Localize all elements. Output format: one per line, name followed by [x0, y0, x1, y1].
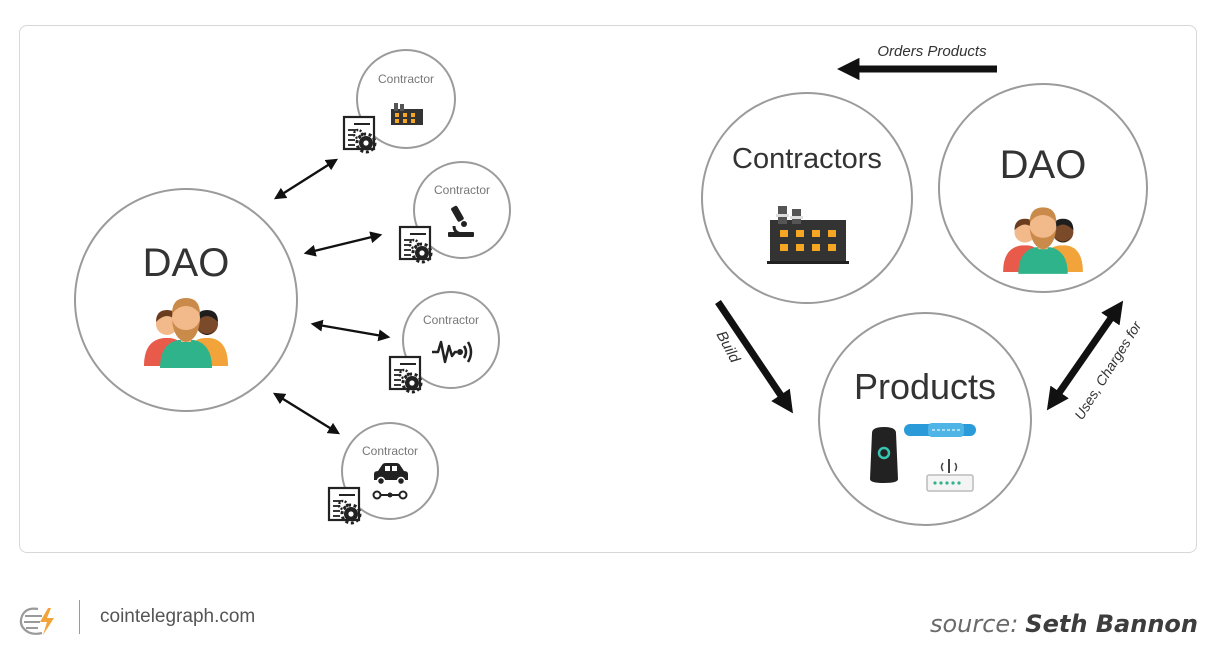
build-arrow [715, 300, 794, 414]
contractors-label: Contractors [732, 143, 882, 175]
logo-separator [79, 600, 80, 634]
uses-charges-label: Uses, Charges for [1071, 317, 1145, 422]
footer: cointelegraph.com source:Seth Bannon [0, 590, 1220, 662]
contractor-label: Contractor [434, 183, 490, 197]
source-credit: source:Seth Bannon [930, 610, 1198, 638]
contractor-node-4: Contractor [327, 422, 439, 525]
source-name: Seth Bannon [1025, 610, 1198, 638]
contractor-node-3: Contractor [388, 291, 500, 394]
contractor-node-1: Contractor [342, 49, 456, 154]
uses-charges-arrow [1046, 300, 1124, 411]
right-dao-node: DAO [938, 83, 1148, 293]
factory-icon [391, 103, 423, 125]
smart-speaker-icon [870, 427, 898, 483]
microscope-icon [448, 205, 474, 237]
dao-contractor-arrow [310, 319, 391, 342]
dao-diagram: DAO Contractor Contractor [74, 43, 1148, 526]
source-prefix: source: [929, 610, 1019, 638]
contractor-label: Contractor [423, 313, 479, 327]
connection-icon [372, 490, 408, 500]
dao-contractor-arrow [272, 392, 341, 435]
cointelegraph-logo-icon [19, 607, 54, 635]
router-icon [926, 459, 974, 492]
orders-products-label: Orders Products [877, 43, 987, 60]
contract-gears-icon [398, 225, 433, 264]
fitness-band-icon [904, 423, 976, 437]
signal-wave-icon [432, 340, 473, 364]
left-dao-node: DAO [74, 188, 298, 412]
contractors-node: Contractors [701, 92, 913, 304]
car-icon [374, 463, 408, 486]
contract-gears-icon [342, 115, 377, 154]
factory-icon [767, 206, 849, 264]
dao-contractor-arrow [273, 158, 339, 200]
contractor-label: Contractor [378, 72, 434, 86]
contract-gears-icon [327, 486, 362, 525]
right-dao-label: DAO [1000, 143, 1087, 187]
contractor-node-2: Contractor [398, 161, 511, 264]
site-name: cointelegraph.com [100, 606, 256, 627]
contractor-label: Contractor [362, 444, 418, 458]
products-node: Products [818, 312, 1032, 526]
dao-contractor-arrow [303, 231, 383, 257]
contract-gears-icon [388, 355, 423, 394]
left-dao-label: DAO [143, 241, 230, 285]
products-label: Products [854, 366, 996, 407]
